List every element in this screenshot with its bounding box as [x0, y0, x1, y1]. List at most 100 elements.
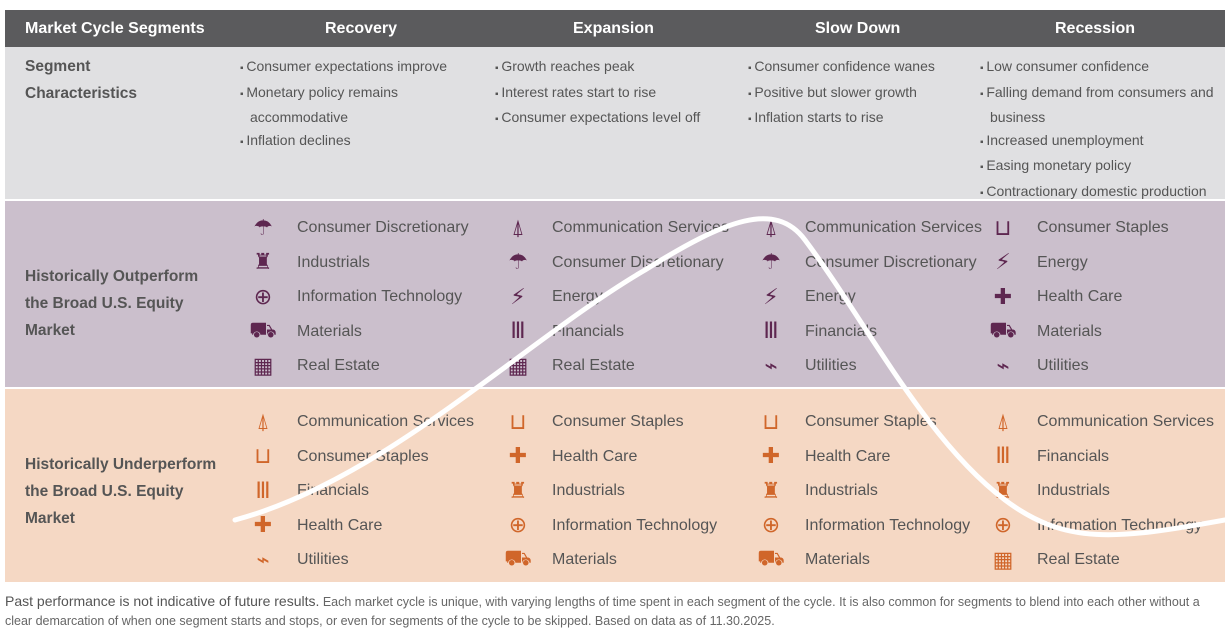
factory-icon: ♜ — [508, 478, 528, 504]
disclaimer-text: Each market cycle is unique, with varyin… — [5, 595, 1200, 628]
buildings-icon: ▦ — [507, 353, 529, 379]
globe-icon: ⊕ — [993, 513, 1013, 538]
characteristic-item: Contractionary domestic production — [980, 180, 1215, 206]
sector-item: ⌁Utilities — [753, 351, 857, 381]
sector-item: ⍋Communication Services — [245, 407, 474, 437]
sector-item: ▦ Real Estate — [245, 351, 380, 381]
sector-item: ▦ Real Estate — [985, 545, 1120, 575]
phase-recovery: Recovery — [325, 20, 398, 37]
shopping-cart-icon: ⊔ — [762, 409, 780, 435]
sector-name: Materials — [552, 551, 617, 568]
utility-plug-icon: ⌁ — [256, 547, 270, 573]
characteristic-item: Consumer expectations level off — [495, 106, 730, 132]
sector-name: Health Care — [1037, 288, 1123, 305]
sector-item: ⛟Materials — [985, 317, 1102, 347]
sector-item: ⛟Materials — [753, 545, 870, 575]
characteristic-item: Growth reaches peak — [495, 55, 730, 81]
sector-item: ⚡Energy — [985, 248, 1088, 278]
sector-name: Information Technology — [552, 516, 718, 534]
sector-item: ⊔ Consumer Staples — [985, 213, 1169, 243]
syringe-icon: ✚ — [761, 444, 781, 469]
umbrella-chair-icon: ☂ — [761, 250, 781, 275]
plug-icon: ⚡ — [763, 284, 779, 310]
row-label: Historically Underperform the Broad U.S.… — [25, 456, 217, 527]
sector-name: Energy — [1037, 253, 1088, 271]
sector-item: ♜Industrials — [985, 476, 1110, 506]
sector-name: Consumer Staples — [552, 413, 684, 430]
sector-item: ⊕Information Technology — [245, 282, 462, 312]
antenna-icon: ⍋ — [764, 215, 778, 241]
sector-name: Consumer Staples — [1037, 219, 1169, 236]
disclaimer-lead: Past performance is not indicative of fu… — [5, 593, 320, 609]
umbrella-chair-icon: ☂ — [253, 215, 273, 241]
sector-item: ♜Industrials — [753, 476, 878, 506]
mine-cart-icon: ⛟ — [989, 317, 1017, 343]
characteristic-item: Falling demand from consumers and busine… — [980, 81, 1215, 129]
characteristic-item: Positive but slower growth — [748, 81, 983, 107]
sector-name: Real Estate — [1037, 551, 1120, 568]
sector-item: ⊔ Consumer Staples — [753, 407, 937, 437]
sector-name: Financials — [805, 322, 878, 340]
mine-cart-icon: ⛟ — [757, 546, 785, 571]
sector-item: ⊕Information Technology — [985, 511, 1202, 541]
buildings-icon: ▦ — [992, 547, 1014, 573]
table-header: Market Cycle Segments Recovery Expansion… — [5, 10, 1225, 47]
shopping-cart-icon: ⊔ — [509, 409, 527, 435]
bank-icon: Ⅲ — [995, 444, 1011, 469]
characteristic-item: Monetary policy remains accommodative — [240, 81, 475, 129]
sector-name: Consumer Discretionary — [297, 219, 469, 236]
sector-name: Real Estate — [297, 357, 380, 374]
characteristic-item: Inflation declines — [240, 129, 475, 155]
plug-icon: ⚡ — [510, 284, 526, 310]
shopping-cart-icon: ⊔ — [254, 444, 272, 469]
globe-icon: ⊕ — [253, 284, 273, 310]
mine-cart-icon: ⛟ — [504, 546, 532, 571]
sector-item: ⍋Communication Services — [500, 213, 729, 243]
sector-name: Energy — [552, 288, 603, 305]
sector-name: Industrials — [1037, 482, 1110, 499]
antenna-icon: ⍋ — [996, 409, 1010, 435]
sector-name: Industrials — [552, 482, 625, 499]
disclaimer: Past performance is not indicative of fu… — [5, 592, 1225, 631]
bank-icon: Ⅲ — [255, 478, 271, 504]
phase-expansion: Expansion — [573, 20, 654, 37]
sector-item: ✚Health Care — [753, 442, 891, 472]
sector-name: Health Care — [297, 516, 383, 534]
syringe-icon: ✚ — [993, 284, 1013, 310]
sector-item: Ⅲ Financials — [985, 442, 1109, 472]
sector-name: Financials — [552, 322, 625, 340]
sector-name: Health Care — [552, 447, 638, 465]
sector-name: Utilities — [805, 357, 857, 374]
globe-icon: ⊕ — [508, 513, 528, 538]
sector-name: Consumer Staples — [297, 447, 429, 465]
sector-name: Communication Services — [297, 413, 474, 430]
sector-item: ☂ Consumer Discretionary — [245, 213, 469, 243]
phase-slow-down: Slow Down — [815, 20, 901, 37]
sector-item: ⌁Utilities — [985, 351, 1088, 381]
sector-item: ⛟ Materials — [500, 545, 617, 575]
characteristic-item: Consumer expectations improve — [240, 55, 475, 81]
header-title: Market Cycle Segments — [25, 20, 205, 37]
market-cycle-table: Market Cycle Segments Recovery Expansion… — [5, 10, 1225, 582]
sector-item: ♜Industrials — [245, 248, 370, 278]
sector-name: Communication Services — [1037, 413, 1214, 430]
characteristic-item: Low consumer confidence — [980, 55, 1215, 81]
sector-item: ✚ Health Care — [985, 282, 1123, 312]
buildings-icon: ▦ — [252, 353, 274, 379]
factory-icon: ♜ — [253, 250, 273, 275]
sector-name: Utilities — [297, 551, 349, 568]
globe-icon: ⊕ — [761, 513, 781, 538]
sector-name: Consumer Staples — [805, 413, 937, 430]
sector-name: Energy — [805, 288, 856, 305]
umbrella-chair-icon: ☂ — [508, 250, 528, 275]
sector-name: Financials — [297, 482, 370, 499]
sector-item: ⊔ Consumer Staples — [245, 442, 429, 472]
row-label: Segment Characteristics — [25, 58, 138, 102]
sector-item: ✚Health Care — [500, 442, 638, 472]
sector-name: Financials — [1037, 447, 1110, 465]
characteristics-column: Low consumer confidenceFalling demand fr… — [980, 55, 1215, 205]
sector-item: ☂Consumer Discretionary — [500, 248, 723, 278]
shopping-cart-icon: ⊔ — [994, 215, 1012, 241]
